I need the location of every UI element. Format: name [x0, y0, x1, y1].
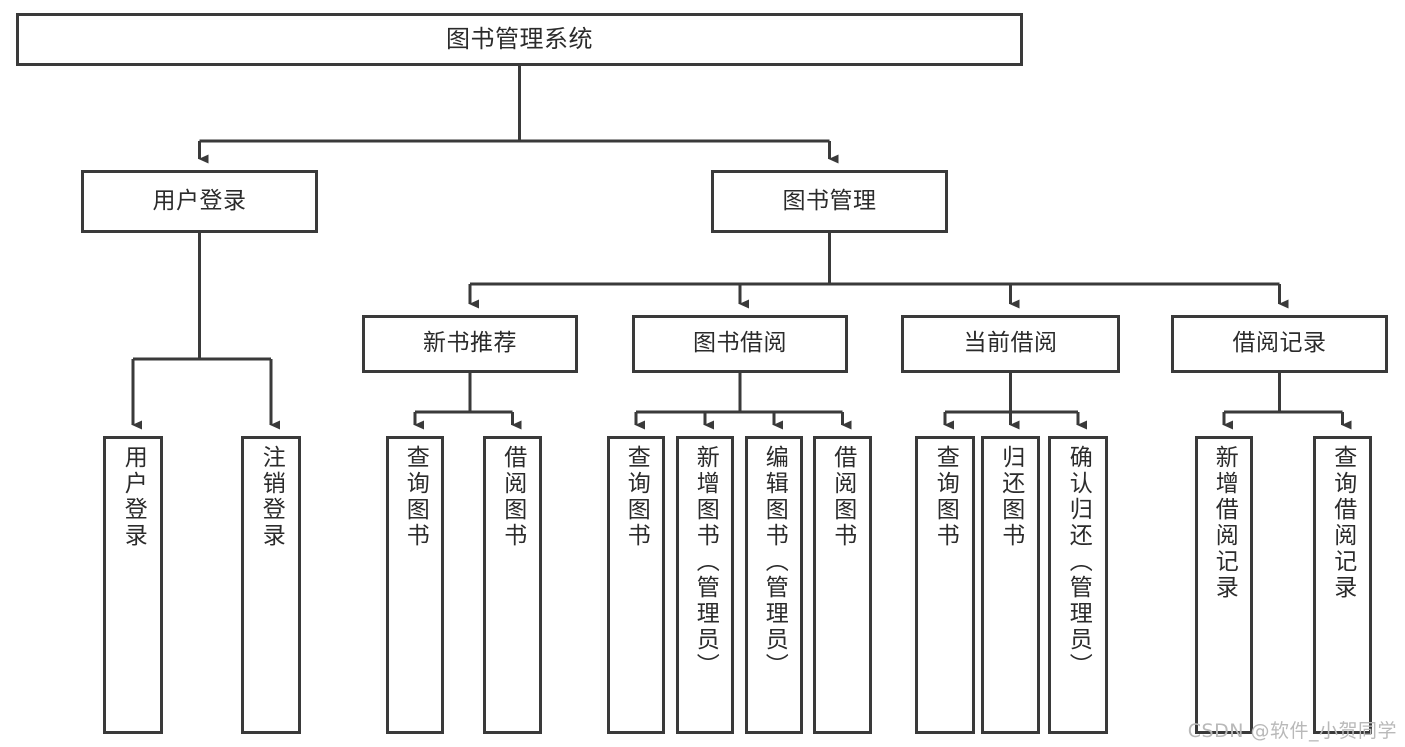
node-leaf-user-login-label: 用户登录 [120, 445, 147, 549]
node-leaf-add-book-label: 新增图书（管理员） [692, 445, 719, 679]
node-leaf-user-logout-label: 注销登录 [258, 445, 285, 549]
node-leaf-edit-book-label: 编辑图书（管理员） [761, 445, 788, 679]
node-leaf-add-book[interactable]: 新增图书（管理员） [676, 436, 734, 734]
node-leaf-query-book-rec-label: 查询图书 [402, 445, 429, 549]
node-leaf-add-record-label: 新增借阅记录 [1211, 445, 1238, 601]
node-leaf-query-record[interactable]: 查询借阅记录 [1313, 436, 1372, 734]
node-current-borrow-label: 当前借阅 [963, 330, 1058, 357]
node-leaf-user-logout[interactable]: 注销登录 [241, 436, 301, 734]
node-leaf-query-book-rec[interactable]: 查询图书 [386, 436, 444, 734]
node-current-borrow[interactable]: 当前借阅 [901, 315, 1120, 373]
node-leaf-query-book-borrow-label: 查询图书 [623, 445, 650, 549]
node-leaf-confirm-return[interactable]: 确认归还（管理员） [1048, 436, 1108, 734]
watermark-text: CSDN @软件_小贺同学 [1187, 720, 1397, 742]
node-leaf-confirm-return-label: 确认归还（管理员） [1065, 445, 1092, 679]
node-book-manage[interactable]: 图书管理 [711, 170, 948, 233]
node-borrow-record-label: 借阅记录 [1232, 330, 1327, 357]
node-leaf-borrow-book-rec-label: 借阅图书 [499, 445, 526, 549]
node-leaf-query-book-borrow[interactable]: 查询图书 [607, 436, 665, 734]
node-root[interactable]: 图书管理系统 [16, 13, 1023, 66]
node-leaf-add-record[interactable]: 新增借阅记录 [1195, 436, 1253, 734]
node-user-login-label: 用户登录 [152, 187, 247, 214]
node-user-login[interactable]: 用户登录 [81, 170, 318, 233]
node-borrow-record[interactable]: 借阅记录 [1171, 315, 1388, 373]
node-new-book-rec-label: 新书推荐 [423, 330, 517, 357]
node-leaf-borrow-book-rec[interactable]: 借阅图书 [483, 436, 542, 734]
node-book-borrow[interactable]: 图书借阅 [632, 315, 848, 373]
node-book-manage-label: 图书管理 [782, 187, 877, 214]
node-root-label: 图书管理系统 [446, 25, 593, 54]
node-leaf-user-login[interactable]: 用户登录 [103, 436, 163, 734]
node-leaf-query-record-label: 查询借阅记录 [1329, 445, 1356, 601]
node-new-book-rec[interactable]: 新书推荐 [362, 315, 578, 373]
node-leaf-borrow-book-borrow[interactable]: 借阅图书 [813, 436, 872, 734]
node-leaf-borrow-book-borrow-label: 借阅图书 [829, 445, 856, 549]
node-book-borrow-label: 图书借阅 [693, 330, 787, 357]
node-leaf-query-book-current-label: 查询图书 [932, 445, 959, 549]
node-leaf-query-book-current[interactable]: 查询图书 [915, 436, 975, 734]
node-leaf-return-book[interactable]: 归还图书 [981, 436, 1040, 734]
node-leaf-edit-book[interactable]: 编辑图书（管理员） [745, 436, 803, 734]
node-leaf-return-book-label: 归还图书 [997, 445, 1024, 549]
